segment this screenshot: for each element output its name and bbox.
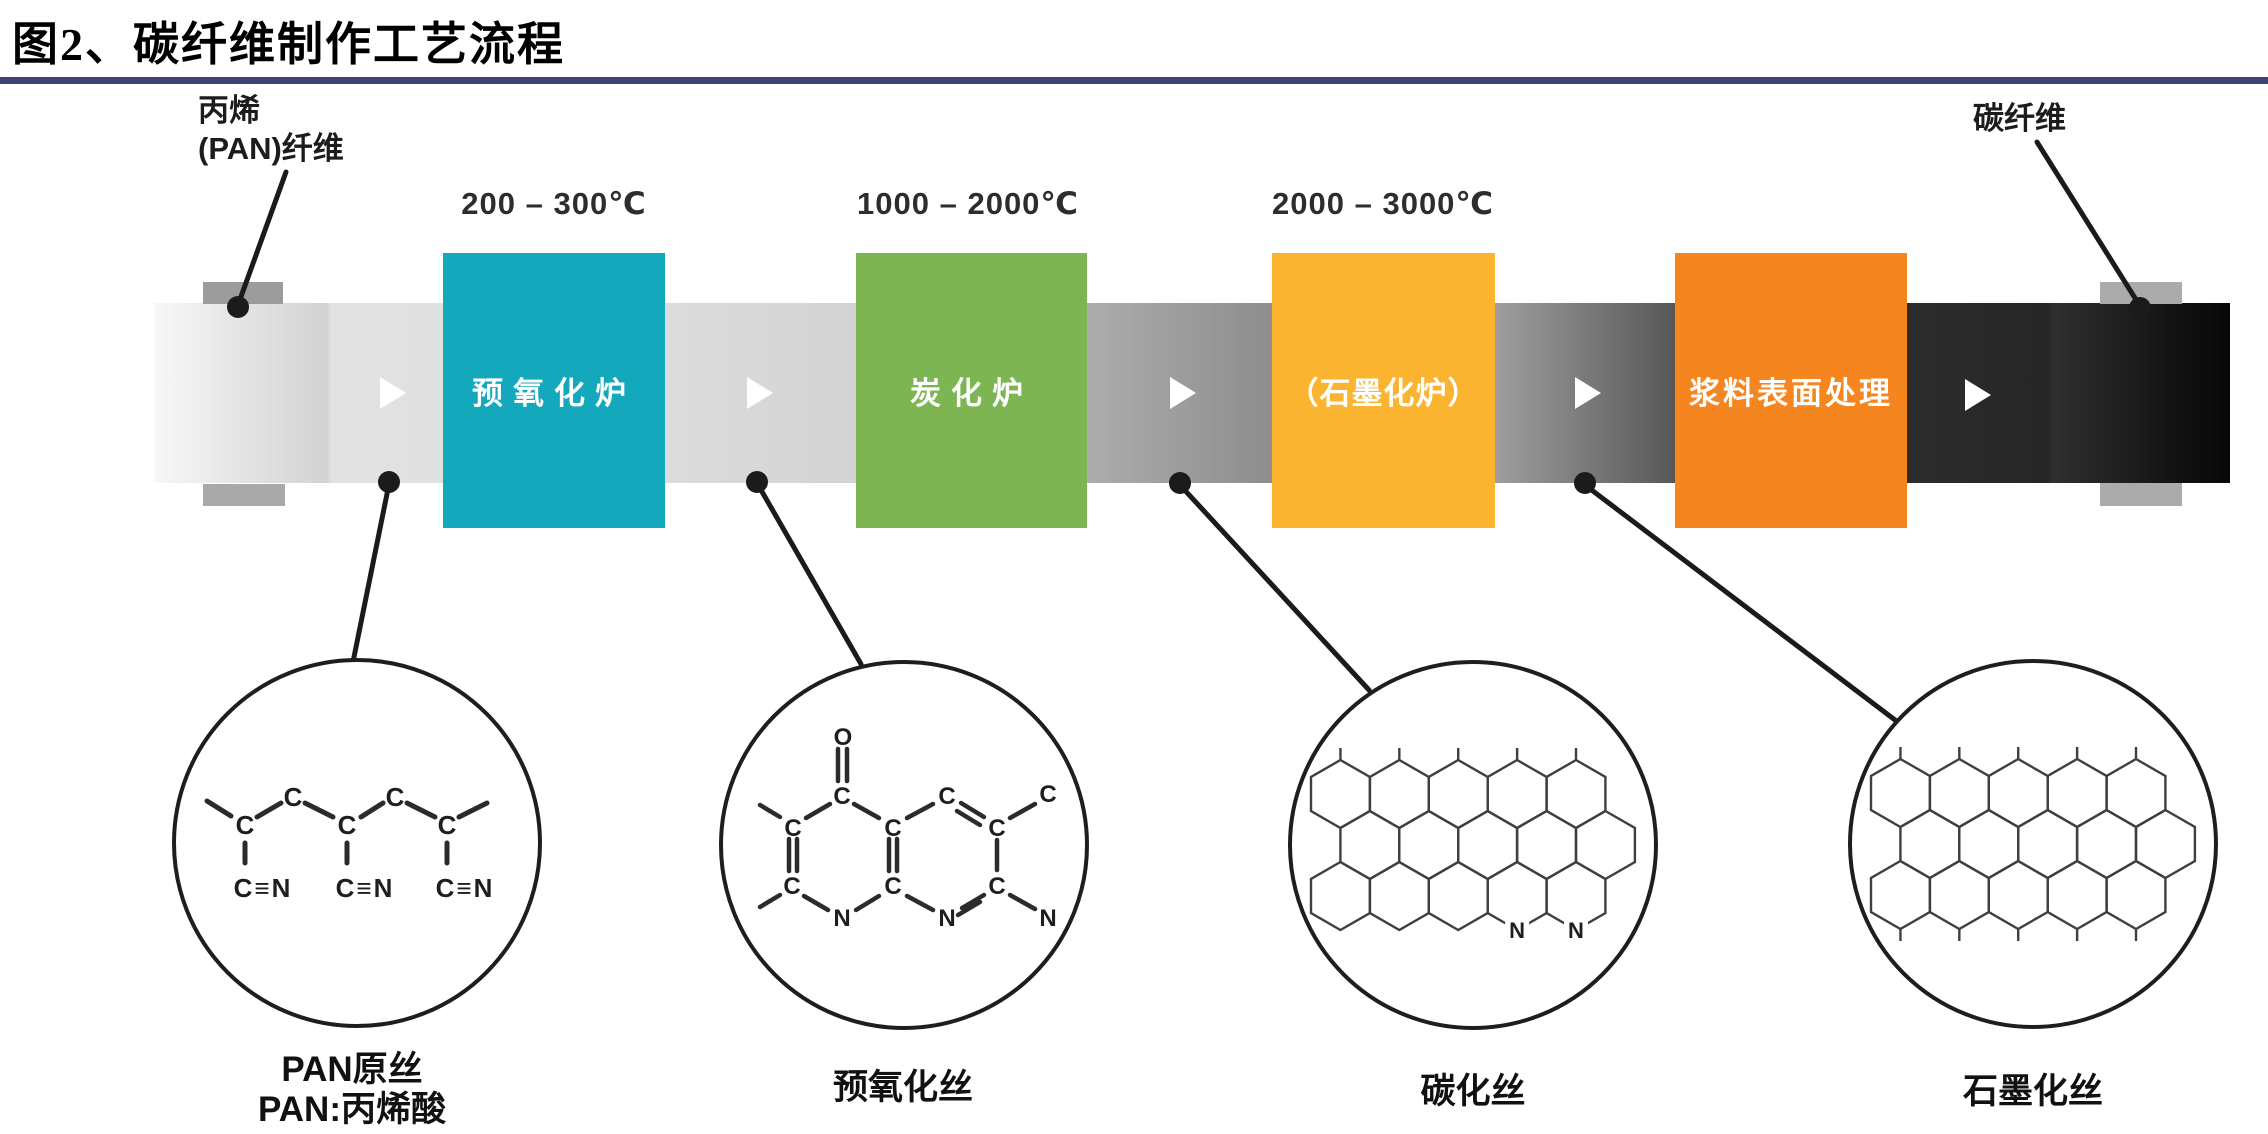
fiber-clamp-left-bottom — [203, 484, 285, 506]
connector-dot — [227, 296, 249, 318]
connector-line — [1582, 482, 1902, 726]
connector-dot — [1169, 472, 1191, 494]
stage-box-carbonization-furnace: 炭化炉 — [856, 253, 1087, 528]
nitrile-group-label: C≡N — [234, 873, 293, 903]
sample-circle-pan: C C C C C C≡N C≡N C≡N — [172, 658, 542, 1028]
atom-label-c: C — [1039, 781, 1056, 808]
temp-label-carbonization: 1000 – 2000℃ — [857, 186, 1079, 221]
connector-dot — [2129, 297, 2151, 319]
magnifier-circle-outline — [172, 658, 542, 1028]
sample-circle-graphitized — [1848, 659, 2218, 1029]
atom-label-c: C — [386, 782, 405, 812]
atom-label-c: C — [938, 783, 955, 810]
flow-arrow-icon — [1965, 379, 1991, 411]
connector-line — [1177, 482, 1372, 693]
atom-label-n: N — [1039, 905, 1056, 932]
flow-arrow-icon — [1170, 377, 1196, 409]
magnifier-circle-outline — [719, 660, 1089, 1030]
connector-dot — [1574, 472, 1596, 494]
sample-circle-preoxidized: O C C C N C C C C C C N N — [719, 660, 1089, 1030]
sample-label-preoxidized: 预氧化丝 — [832, 1068, 974, 1107]
input-fiber-label-line1: 丙烯 — [198, 93, 260, 128]
atom-label-n: N — [833, 905, 850, 932]
stage-box-surface-treatment: 浆料表面处理 — [1675, 253, 1907, 528]
atom-label-c: C — [784, 815, 801, 842]
temp-label-graphitization: 2000 – 3000℃ — [1272, 186, 1494, 221]
input-fiber-label: 丙烯 (PAN)纤维 — [198, 92, 344, 168]
flow-arrow-icon — [380, 377, 406, 409]
nitrile-group-label: C≡N — [336, 873, 395, 903]
connector-line — [350, 481, 392, 665]
atom-label-c: C — [236, 810, 255, 840]
atom-label-n: N — [938, 905, 955, 932]
atom-label-o: O — [834, 724, 853, 751]
output-fiber-label: 碳纤维 — [1973, 101, 2066, 136]
stage-box-graphitization-furnace: （石墨化炉） — [1272, 253, 1495, 528]
atom-label-n: N — [1568, 918, 1584, 943]
connector-line — [235, 169, 289, 308]
title-rule — [0, 77, 2268, 84]
atom-label-c: C — [884, 815, 901, 842]
atom-label-c: C — [988, 873, 1005, 900]
magnifier-circle-outline — [1848, 659, 2218, 1029]
fiber-clamp-right-top — [2100, 282, 2182, 304]
sample-label-graphitized: 石墨化丝 — [1962, 1072, 2104, 1111]
flow-arrow-icon — [1575, 377, 1601, 409]
ladder-molecule-structure: O C C C N C C C C C C N N — [757, 724, 1057, 932]
atom-label-c: C — [884, 873, 901, 900]
pan-molecule-structure: C C C C C C≡N C≡N C≡N — [204, 782, 495, 903]
fiber-clamp-right-bottom — [2100, 483, 2182, 506]
nitrile-group-label: C≡N — [436, 873, 495, 903]
temp-label-preoxidation: 200 – 300℃ — [461, 186, 647, 221]
input-fiber-label-line2: (PAN)纤维 — [198, 131, 344, 166]
connector-dot — [378, 471, 400, 493]
sample-label-pan: PAN原丝 PAN:丙烯酸 — [258, 1050, 446, 1130]
stage-box-preoxidation-furnace: 预氧化炉 — [443, 253, 665, 528]
connector-line — [2034, 139, 2143, 309]
atom-label-c: C — [438, 810, 457, 840]
atom-label-c: C — [338, 810, 357, 840]
sample-label-subtitle: PAN:丙烯酸 — [258, 1090, 446, 1129]
atom-label-n: N — [1509, 918, 1525, 943]
page-title: 图2、碳纤维制作工艺流程 — [12, 19, 565, 70]
atom-label-c: C — [833, 783, 850, 810]
connector-line — [754, 480, 864, 667]
sample-label-title: PAN原丝 — [281, 1050, 423, 1089]
graphite-lattice — [1869, 747, 2197, 941]
atom-label-c: C — [988, 815, 1005, 842]
sample-label-carbonized: 碳化丝 — [1420, 1072, 1526, 1111]
flow-arrow-icon — [747, 377, 773, 409]
atom-label-c: C — [284, 782, 303, 812]
connector-dot — [746, 471, 768, 493]
magnifier-circle-outline — [1288, 660, 1658, 1030]
atom-label-c: C — [783, 873, 800, 900]
